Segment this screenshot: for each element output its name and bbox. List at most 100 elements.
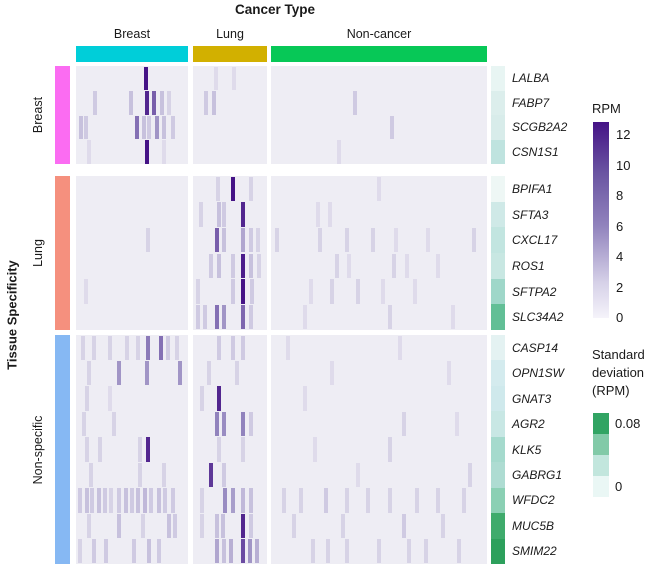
sd-cell-CSN1S1 <box>491 139 505 164</box>
heatmap-cell <box>240 253 245 279</box>
sd-cell-FABP7 <box>491 90 505 115</box>
heatmap-cell <box>200 488 204 513</box>
heatmap-cell <box>209 253 214 279</box>
heatmap-cell <box>109 488 114 513</box>
heatmap-cell <box>393 227 398 253</box>
heatmap-cell <box>256 227 260 253</box>
sd-legend-block-0 <box>593 413 609 434</box>
heatmap-cell <box>171 488 176 513</box>
heatmap-cell <box>377 176 381 202</box>
gene-label-FABP7: FABP7 <box>512 95 550 110</box>
heatmap-cell <box>215 304 220 330</box>
heatmap-cell <box>222 411 227 437</box>
sd-cell-SCGB2A2 <box>491 115 505 140</box>
heatmap-cell <box>230 176 235 202</box>
heatmap-cell <box>406 539 411 564</box>
heatmap-cell <box>398 335 403 360</box>
heatmap-cell <box>240 304 245 330</box>
row-label-lung: Lung <box>31 239 45 267</box>
heatmap-cell <box>249 279 254 304</box>
sd-cell-LALBA <box>491 66 505 91</box>
heatmap-cell <box>104 539 109 564</box>
heatmap-cell <box>241 202 246 227</box>
heatmap-cell <box>222 227 227 253</box>
sd-legend-block-1 <box>593 434 609 455</box>
sd-cell-KLK5 <box>491 436 505 463</box>
heatmap-cell <box>370 227 375 253</box>
rpm-tick-12: 12 <box>616 127 631 142</box>
heatmap-cell <box>345 488 350 513</box>
column-bar-noncancer <box>271 46 487 62</box>
heatmap-cell <box>209 462 214 488</box>
gene-label-CSN1S1: CSN1S1 <box>512 144 559 159</box>
heatmap-cell <box>207 360 211 386</box>
heatmap-cell <box>222 304 227 330</box>
row-bar-breast <box>55 66 70 164</box>
heatmap-cell <box>255 539 260 564</box>
heatmap-cell <box>249 411 253 437</box>
heatmap-cell <box>330 360 335 386</box>
heatmap-cell <box>163 488 168 513</box>
heatmap-cell <box>402 411 407 437</box>
column-label-lung: Lung <box>216 27 244 41</box>
heatmap-cell <box>146 227 151 253</box>
heatmap-cell <box>130 488 134 513</box>
heatmap-cell <box>404 253 409 279</box>
gene-label-SMIM22: SMIM22 <box>512 544 557 559</box>
sd-cell-CXCL17 <box>491 227 505 253</box>
heatmap-cell <box>347 253 352 279</box>
heatmap-cell <box>387 437 392 462</box>
gene-label-MUC5B: MUC5B <box>512 518 555 533</box>
gene-label-CXCL17: CXCL17 <box>512 233 558 248</box>
heatmap-cell <box>334 253 339 279</box>
gene-label-ROS1: ROS1 <box>512 258 545 273</box>
column-bar-lung <box>193 46 267 62</box>
heatmap-block-nonspecific-lung <box>193 335 267 564</box>
heatmap-cell <box>216 386 221 411</box>
column-bar-breast <box>76 46 188 62</box>
rpm-tick-10: 10 <box>616 157 631 173</box>
sd-cell-BPIFA1 <box>491 176 505 202</box>
heatmap-cell <box>215 513 220 539</box>
heatmap-cell <box>324 488 328 513</box>
heatmap-cell <box>79 115 84 139</box>
heatmap-cell <box>223 488 228 513</box>
heatmap-cell <box>240 488 245 513</box>
gene-label-SFTA3: SFTA3 <box>512 207 549 222</box>
heatmap-cell <box>136 335 141 360</box>
heatmap-cell <box>257 253 262 279</box>
column-label-noncancer: Non-cancer <box>346 27 412 41</box>
heatmap-cell <box>204 91 209 115</box>
gene-label-GNAT3: GNAT3 <box>512 391 552 406</box>
heatmap-block-lung-breast <box>76 176 188 330</box>
heatmap-cell <box>84 386 89 411</box>
heatmap-cell <box>317 227 322 253</box>
sd-legend-block-3 <box>593 476 609 497</box>
heatmap-cell <box>436 488 441 513</box>
heatmap-block-breast-lung <box>193 66 267 164</box>
heatmap-cell <box>82 411 87 437</box>
heatmap-cell <box>90 488 95 513</box>
gene-label-SCGB2A2: SCGB2A2 <box>512 120 568 135</box>
heatmap-cell <box>461 488 466 513</box>
gene-label-WFDC2: WFDC2 <box>512 493 555 508</box>
rpm-tick-8: 8 <box>616 188 624 203</box>
heatmap-cell <box>241 279 246 304</box>
heatmap-cell <box>116 360 121 386</box>
heatmap-cell <box>160 91 165 115</box>
heatmap-cell <box>230 488 235 513</box>
rpm-tick-0: 0 <box>616 310 624 325</box>
row-label-breast: Breast <box>31 96 45 134</box>
heatmap-block-nonspecific-noncancer <box>271 335 487 564</box>
heatmap-cell <box>241 513 246 539</box>
sd-cell-GNAT3 <box>491 385 505 412</box>
heatmap-cell <box>144 140 149 164</box>
heatmap-cell <box>144 91 149 115</box>
heatmap-cell <box>249 488 253 513</box>
heatmap-cell <box>144 66 149 90</box>
heatmap-cell <box>377 539 381 564</box>
heatmap-cell <box>249 227 253 253</box>
figure-title: Cancer Type <box>234 2 316 17</box>
heatmap-cell <box>198 202 203 227</box>
heatmap-cell <box>157 539 161 564</box>
